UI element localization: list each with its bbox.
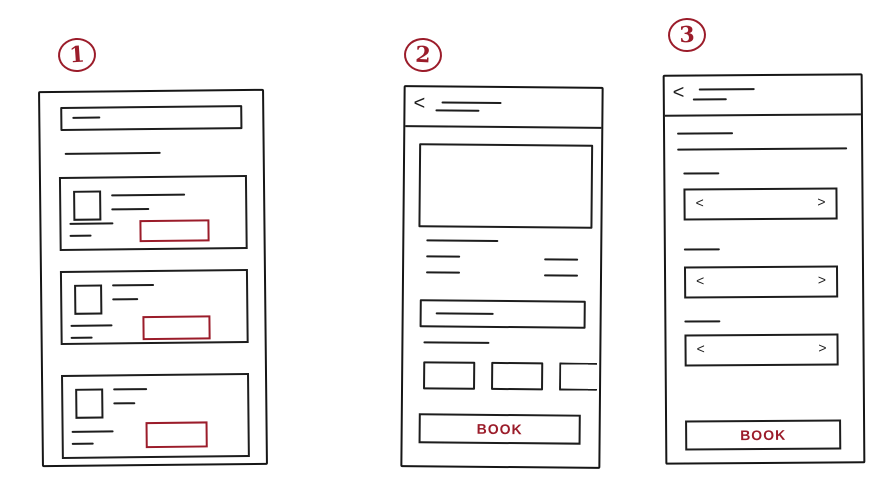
picker-label-line [684, 320, 721, 323]
option-tile[interactable] [423, 361, 476, 390]
option-tile[interactable] [559, 362, 598, 391]
card-thumbnail [73, 190, 102, 221]
previous-arrow-icon[interactable]: < [696, 272, 705, 289]
card-meta-line [70, 324, 113, 327]
card-action-button[interactable] [139, 219, 210, 243]
back-arrow-icon[interactable]: < [672, 81, 685, 104]
picker-label-line [683, 248, 720, 251]
step-number-3: 3 [667, 17, 707, 53]
top-bar: < [405, 87, 602, 129]
previous-arrow-icon[interactable]: < [695, 194, 704, 211]
hero-image-placeholder [418, 143, 594, 229]
top-bar-title-line [692, 98, 727, 101]
list-card[interactable] [59, 269, 249, 345]
top-bar-title-line [435, 109, 480, 112]
heading-line [677, 132, 734, 135]
phone-screen-selection: < < > < > < > BOOK [662, 73, 866, 465]
next-arrow-icon[interactable]: > [817, 271, 827, 288]
card-subtitle-line [113, 402, 136, 405]
book-button[interactable]: BOOK [685, 419, 842, 451]
book-button[interactable]: BOOK [418, 413, 581, 445]
card-title-line [113, 388, 148, 391]
card-action-button[interactable] [142, 315, 211, 341]
search-placeholder-line [72, 116, 101, 119]
detail-line [426, 271, 461, 274]
card-subtitle-line [112, 298, 139, 301]
card-meta-line [69, 234, 92, 237]
phone-screen-details: < BOOK [400, 85, 604, 469]
heading-line [677, 147, 848, 151]
selector-picker[interactable]: < > [683, 187, 838, 221]
picker-label-line [683, 172, 720, 175]
detail-value-line [544, 274, 579, 277]
section-heading-line [64, 151, 161, 155]
card-title-line [111, 193, 186, 197]
phone-screen-list [38, 88, 268, 468]
info-field-line [435, 312, 494, 315]
selector-picker[interactable]: < > [684, 333, 839, 367]
list-card[interactable] [61, 372, 250, 459]
card-subtitle-line [111, 208, 150, 211]
section-label-line [423, 341, 490, 344]
detail-line [426, 255, 461, 258]
card-thumbnail [75, 388, 104, 419]
step-number-2: 2 [403, 37, 443, 73]
selector-picker[interactable]: < > [683, 265, 839, 299]
title-line [426, 239, 499, 242]
card-thumbnail [74, 284, 103, 315]
detail-value-line [544, 258, 579, 261]
next-arrow-icon[interactable]: > [818, 339, 827, 356]
card-meta-line [71, 430, 114, 433]
option-tile[interactable] [491, 361, 544, 391]
info-field[interactable] [419, 299, 586, 329]
card-meta-line [70, 336, 93, 339]
back-arrow-icon[interactable]: < [413, 92, 426, 115]
search-bar[interactable] [60, 105, 243, 131]
next-arrow-icon[interactable]: > [817, 193, 826, 210]
top-bar-title-line [698, 88, 755, 91]
card-meta-line [71, 442, 94, 445]
card-meta-line [69, 222, 114, 225]
card-action-button[interactable] [145, 421, 208, 449]
top-bar-title-line [441, 101, 502, 104]
list-card[interactable] [58, 175, 248, 251]
top-bar: < [664, 75, 861, 117]
step-number-1: 1 [56, 36, 98, 74]
card-title-line [112, 283, 155, 287]
previous-arrow-icon[interactable]: < [696, 340, 705, 357]
